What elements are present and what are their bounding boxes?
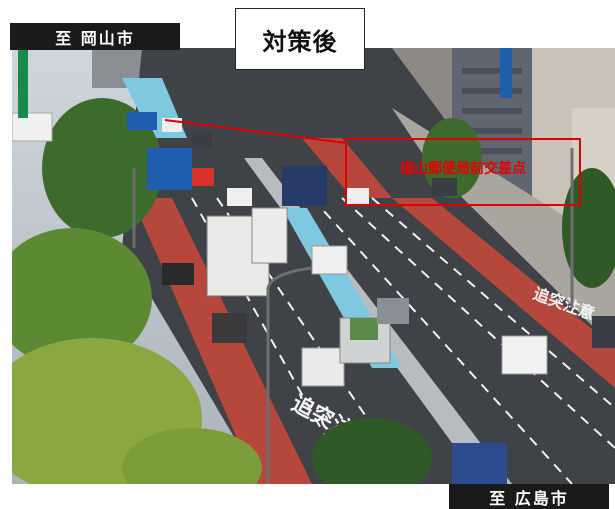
after-measures-title: 対策後	[235, 8, 365, 70]
red-lane-right	[392, 198, 615, 388]
direction-label-okayama: 至 岡山市	[10, 23, 180, 50]
callout-leader	[164, 119, 347, 144]
vehicles	[12, 112, 615, 484]
intersection-callout: 福山郵便局前交差点	[345, 138, 581, 206]
direction-label-hiroshima: 至 広島市	[449, 484, 609, 509]
tree-bottom	[312, 418, 432, 484]
trees-left	[12, 98, 262, 484]
intersection-label: 福山郵便局前交差点	[400, 161, 526, 177]
street-photo: 追突注意 追突注意	[12, 48, 615, 484]
light-poles	[132, 148, 574, 484]
street-signs	[18, 48, 192, 190]
